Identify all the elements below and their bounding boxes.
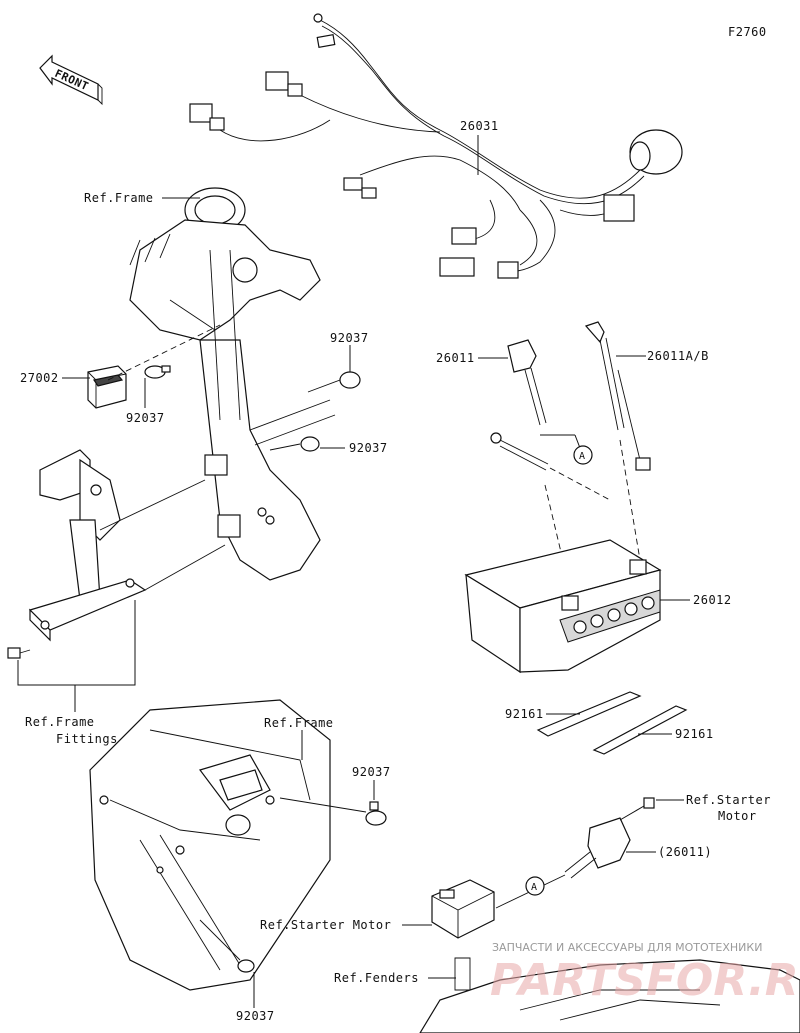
label-strip-b: 92161 <box>675 727 714 741</box>
label-clamp-d: 92037 <box>352 765 391 779</box>
starter-relay <box>431 879 495 939</box>
battery-cable-positive <box>584 321 651 561</box>
battery-cable-negative <box>490 339 611 591</box>
watermark-logo: PARTSFOR.RU <box>490 955 800 1006</box>
label-ref-starter-2: Motor <box>718 809 757 823</box>
diagram-code: F2760 <box>728 25 767 39</box>
label-cable-ref: (26011) <box>658 845 712 859</box>
callout-a-icon <box>573 445 593 465</box>
callout-a: A <box>579 451 586 462</box>
label-strip-a: 92161 <box>505 707 544 721</box>
frame-top <box>129 187 336 581</box>
watermark-text: ЗАПЧАСТИ И АКСЕССУАРЫ ДЛЯ МОТОТЕХНИКИ <box>492 941 762 954</box>
label-ref-fittings-2: Fittings <box>56 732 118 746</box>
label-cable-pos: 26011A/B <box>647 349 709 363</box>
callout-a-icon <box>525 876 545 896</box>
frame-bottom <box>89 699 331 991</box>
label-ref-starter-motor: Ref.Starter Motor <box>260 918 391 932</box>
label-relay: 27002 <box>20 371 59 385</box>
label-clamp-c: 92037 <box>349 441 388 455</box>
label-ref-frame-top: Ref.Frame <box>84 191 154 205</box>
label-ref-fenders: Ref.Fenders <box>334 971 419 985</box>
relay <box>87 365 127 409</box>
rubber-strip <box>592 705 688 755</box>
label-harness: 26031 <box>460 119 499 133</box>
label-battery: 26012 <box>693 593 732 607</box>
main-harness <box>189 13 683 279</box>
battery <box>464 539 662 674</box>
clamp-icon <box>269 436 320 452</box>
clamp-icon <box>144 365 171 379</box>
label-clamp-e: 92037 <box>236 1009 275 1023</box>
label-clamp-b: 92037 <box>330 331 369 345</box>
clamp-icon <box>307 371 361 393</box>
label-clamp-a: 92037 <box>126 411 165 425</box>
callout-a2: A <box>531 882 538 893</box>
starter-cable <box>495 797 655 909</box>
label-ref-frame-bottom: Ref.Frame <box>264 716 334 730</box>
clamp-icon <box>199 919 255 973</box>
front-arrow-icon: FRONT <box>39 54 103 106</box>
bracket-fittings <box>7 324 226 659</box>
label-ref-starter-1: Ref.Starter <box>686 793 771 807</box>
clamp-icon <box>279 797 387 826</box>
rubber-strip <box>536 691 642 737</box>
label-cable-neg: 26011 <box>436 351 475 365</box>
fenders <box>419 957 800 1033</box>
label-ref-fittings-1: Ref.Frame <box>25 715 95 729</box>
